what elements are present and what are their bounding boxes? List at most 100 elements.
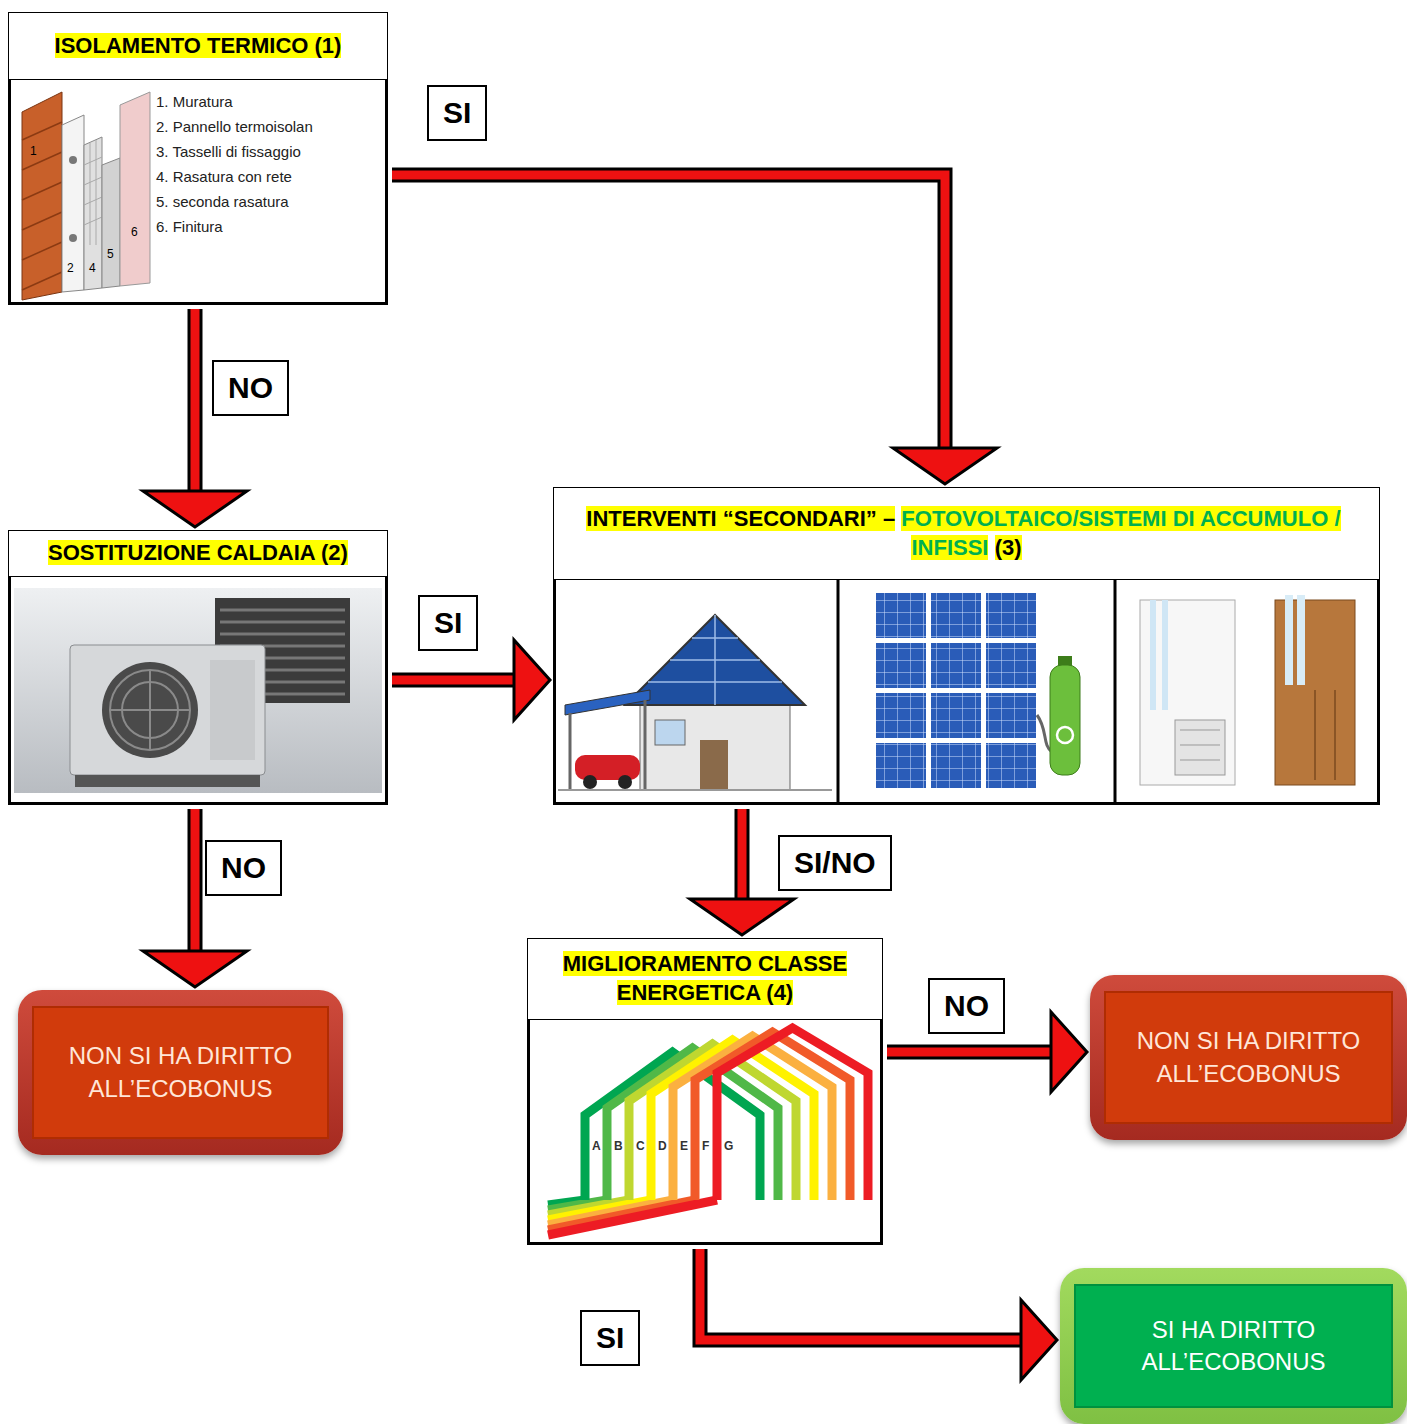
result-text-wrap: SI HA DIRITTO ALL’ECOBONUS	[1086, 1314, 1381, 1379]
window-frame-illustration-part	[1180, 730, 1220, 760]
battery-storage-illustration-part	[1050, 665, 1080, 775]
edge-label: SI/NO	[778, 835, 892, 891]
photovoltaic-house-illustration-part	[655, 720, 685, 745]
arrow-shaft-outline	[887, 1045, 1053, 1060]
arrow-shaft	[392, 175, 945, 450]
photovoltaic-house-illustration-part	[625, 615, 805, 705]
step-header-text: INTERVENTI “SECONDARI” –FOTOVOLTAICO/SIS…	[564, 505, 1369, 562]
step-title: (3)	[995, 535, 1022, 560]
part-label: 6. Finitura	[156, 218, 223, 235]
energy-class-house-illustration	[548, 1028, 868, 1235]
battery-storage-illustration-part	[875, 642, 927, 689]
part-label: 5. seconda rasatura	[156, 193, 289, 210]
photovoltaic-house-illustration-part	[648, 615, 782, 705]
photovoltaic-house-illustration-part	[575, 755, 640, 780]
step-image-frame	[527, 1020, 883, 1245]
callout-number: 6	[131, 226, 138, 240]
result-box: SI HA DIRITTO ALL’ECOBONUS	[1060, 1268, 1407, 1424]
step-card: MIGLIORAMENTO CLASSE ENERGETICA (4)	[527, 938, 883, 1245]
window-frame-illustration-part	[1297, 595, 1305, 685]
insulation-illustration-part	[62, 115, 84, 292]
arrow-shaft-outline	[700, 1249, 1023, 1340]
step-title: FOTOVOLTAICO/SISTEMI DI ACCUMULO / INFIS…	[901, 506, 1340, 560]
edge-label: NO	[205, 840, 282, 896]
window-frame-illustration-part	[1315, 690, 1335, 780]
energy-class-letter: A	[592, 1140, 601, 1154]
part-label: 1. Muratura	[156, 93, 233, 110]
window-frame-illustration-part	[1285, 595, 1293, 685]
part-label: 2. Pannello termoisolan	[156, 118, 313, 135]
callout-number: 1	[30, 145, 37, 159]
arrow-head	[514, 640, 550, 720]
panel-dividers	[838, 580, 1115, 805]
step-header: MIGLIORAMENTO CLASSE ENERGETICA (4)	[527, 938, 883, 1020]
photovoltaic-house-illustration-part	[583, 775, 597, 789]
battery-storage-illustration-part	[930, 692, 982, 739]
arrow-head	[893, 448, 997, 484]
battery-storage-illustration	[875, 592, 1080, 789]
flow-arrow	[392, 175, 997, 484]
heat-pump-illustration-part	[75, 775, 260, 787]
battery-storage-illustration-part	[875, 692, 927, 739]
arrow-head	[143, 491, 247, 527]
insulation-illustration-part	[69, 234, 77, 242]
insulation-illustration-part	[102, 158, 120, 288]
step-header: ISOLAMENTO TERMICO (1)	[8, 12, 388, 80]
step-header: SOSTITUZIONE CALDAIA (2)	[8, 530, 388, 577]
result-text-wrap: NON SI HA DIRITTO ALL’ECOBONUS	[1116, 1025, 1381, 1090]
photovoltaic-house-illustration-part	[640, 700, 790, 790]
battery-storage-illustration-part	[875, 592, 927, 639]
edge-label: NO	[928, 978, 1005, 1034]
arrow-shaft-outline	[188, 809, 203, 953]
arrow-shaft	[887, 1048, 1053, 1057]
battery-storage-illustration-part	[930, 742, 982, 789]
step-card: SOSTITUZIONE CALDAIA (2)	[8, 530, 388, 805]
battery-storage-illustration-part	[985, 692, 1037, 739]
step-header-text: SOSTITUZIONE CALDAIA (2)	[48, 539, 348, 568]
arrow-shaft	[700, 1249, 1023, 1340]
insulation-illustration-part	[22, 92, 62, 300]
result-text: NON SI HA DIRITTO ALL’ECOBONUS	[1116, 1025, 1381, 1090]
heat-pump-illustration-part	[110, 670, 190, 750]
energy-class-letter: D	[658, 1140, 667, 1154]
arrow-head	[690, 899, 794, 935]
arrow-head	[1021, 1300, 1057, 1380]
result-box: NON SI HA DIRITTO ALL’ECOBONUS	[1090, 975, 1407, 1140]
energy-class-letter: G	[724, 1140, 733, 1154]
arrow-shaft	[738, 809, 747, 901]
photovoltaic-house-illustration-part	[700, 740, 728, 790]
battery-storage-illustration-part	[985, 642, 1037, 689]
insulation-illustration-part	[84, 137, 102, 290]
insulation-illustration	[22, 92, 150, 300]
arrow-shaft	[392, 676, 516, 685]
flow-arrow	[143, 309, 247, 527]
part-label: 3. Tasselli di fissaggio	[156, 143, 301, 160]
heat-pump-illustration-part	[110, 670, 190, 750]
arrow-shaft-outline	[392, 673, 516, 688]
battery-storage-illustration-part	[875, 742, 927, 789]
energy-class-house-illustration-part	[548, 1200, 717, 1235]
result-text: NON SI HA DIRITTO ALL’ECOBONUS	[44, 1040, 317, 1105]
step-image-frame	[553, 580, 1380, 805]
step-header: INTERVENTI “SECONDARI” –FOTOVOLTAICO/SIS…	[553, 487, 1380, 580]
heat-pump-illustration-part	[70, 645, 265, 775]
energy-class-letter: F	[702, 1140, 709, 1154]
window-frame-illustration-part	[1150, 600, 1156, 710]
step-header-text: ISOLAMENTO TERMICO (1)	[55, 32, 342, 61]
heat-pump-illustration-part	[102, 662, 198, 758]
arrow-head	[143, 951, 247, 987]
part-label: 4. Rasatura con rete	[156, 168, 292, 185]
result-inner: NON SI HA DIRITTO ALL’ECOBONUS	[1104, 991, 1393, 1124]
step-title: MIGLIORAMENTO CLASSE ENERGETICA (4)	[563, 951, 847, 1005]
flow-arrow	[143, 809, 247, 987]
battery-storage-illustration-part	[985, 592, 1037, 639]
heat-pump-illustration	[14, 588, 382, 793]
edge-label: SI	[418, 595, 478, 651]
photovoltaic-house-illustration-part	[565, 690, 650, 715]
result-text-wrap: NON SI HA DIRITTO ALL’ECOBONUS	[44, 1040, 317, 1105]
photovoltaic-house-illustration-part	[558, 789, 832, 791]
result-inner: SI HA DIRITTO ALL’ECOBONUS	[1074, 1284, 1393, 1408]
